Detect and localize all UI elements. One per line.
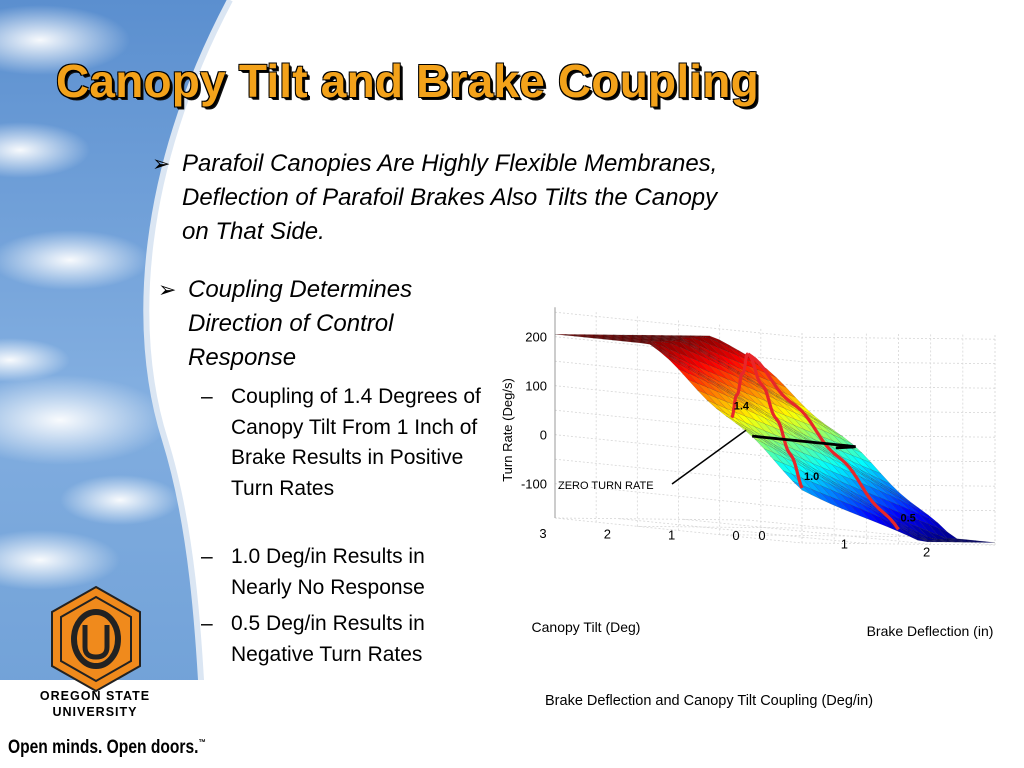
- slide-title: Canopy Tilt and Brake Coupling: [56, 55, 759, 107]
- x-axis-label: Brake Deflection (in): [867, 623, 994, 639]
- y-tick-label: 2: [604, 527, 611, 542]
- z-axis-label: Turn Rate (Deg/s): [500, 378, 515, 482]
- dash-icon: –: [201, 545, 213, 568]
- z-tick-label: 100: [525, 379, 547, 394]
- z-tick-label: 0: [540, 428, 547, 443]
- bullet-coupling-direction: ➢ Coupling Determines Direction of Contr…: [158, 273, 478, 375]
- z-tick-label: -100: [521, 477, 547, 492]
- tagline-text: Open minds. Open doors.: [8, 737, 199, 758]
- coupling-label-1.4: 1.4: [734, 401, 750, 413]
- bullet-text: Coupling Determines Direction of Control…: [188, 276, 413, 371]
- chart-labels: 1.4 1.0 0.5 ZERO TURN RATE 200 100 0 -100 0 1 2 0 1 2…: [500, 330, 993, 639]
- coupling-line-1.0: [746, 352, 804, 489]
- dash-icon: –: [201, 612, 213, 635]
- bullet-arrow-icon: ➢: [152, 151, 171, 176]
- y-tick-label: 3: [539, 526, 546, 541]
- y-axis-label: Canopy Tilt (Deg): [532, 619, 641, 635]
- university-line-2: UNIVERSITY: [52, 705, 138, 719]
- x-tick-label: 2: [923, 545, 930, 560]
- sub-bullet-text: Coupling of 1.4 Degrees of Canopy Tilt F…: [231, 385, 481, 500]
- surface-chart: 1.4 1.0 0.5 ZERO TURN RATE 200 100 0 -100 0 1 2 0 1 2…: [500, 307, 996, 639]
- sub-bullet-1-0: – 1.0 Deg/in Results in Nearly No Respon…: [201, 542, 481, 603]
- osu-logo: [51, 585, 141, 693]
- zero-turn-rate-label: ZERO TURN RATE: [558, 480, 654, 492]
- x-tick-label: 1: [841, 536, 848, 551]
- trademark-mark: ™: [198, 737, 206, 748]
- university-tagline: Open minds. Open doors.™: [8, 737, 206, 759]
- y-tick-label: 1: [668, 527, 675, 542]
- coupling-line-0.5: [747, 352, 900, 531]
- sub-bullet-text: 0.5 Deg/in Results in Negative Turn Rate…: [231, 612, 425, 666]
- y-tick-label: 0: [732, 528, 739, 543]
- zero-turn-rate-contour: [751, 434, 856, 450]
- bullet-arrow-icon: ➢: [158, 277, 177, 302]
- coupling-label-0.5: 0.5: [901, 512, 916, 524]
- sub-bullet-1-4: – Coupling of 1.4 Degrees of Canopy Tilt…: [201, 382, 481, 504]
- coupling-label-1.0: 1.0: [804, 471, 819, 483]
- annotation-arrow: [671, 429, 747, 485]
- x-tick-label: 0: [758, 528, 765, 543]
- chart-marks: [671, 352, 900, 531]
- sub-bullet-0-5: – 0.5 Deg/in Results in Negative Turn Ra…: [201, 609, 481, 670]
- bullet-flexible-membranes: ➢ Parafoil Canopies Are Highly Flexible …: [152, 147, 742, 249]
- dash-icon: –: [201, 385, 213, 408]
- university-line-1: OREGON STATE: [39, 689, 151, 703]
- bullet-text: Parafoil Canopies Are Highly Flexible Me…: [182, 150, 718, 245]
- sub-bullet-text: 1.0 Deg/in Results in Nearly No Response: [231, 545, 425, 599]
- z-tick-label: 200: [525, 330, 547, 345]
- coupling-line-1.4: [730, 352, 749, 419]
- figure-caption: Brake Deflection and Canopy Tilt Couplin…: [545, 693, 874, 709]
- university-name: OREGON STATE UNIVERSITY: [0, 688, 190, 720]
